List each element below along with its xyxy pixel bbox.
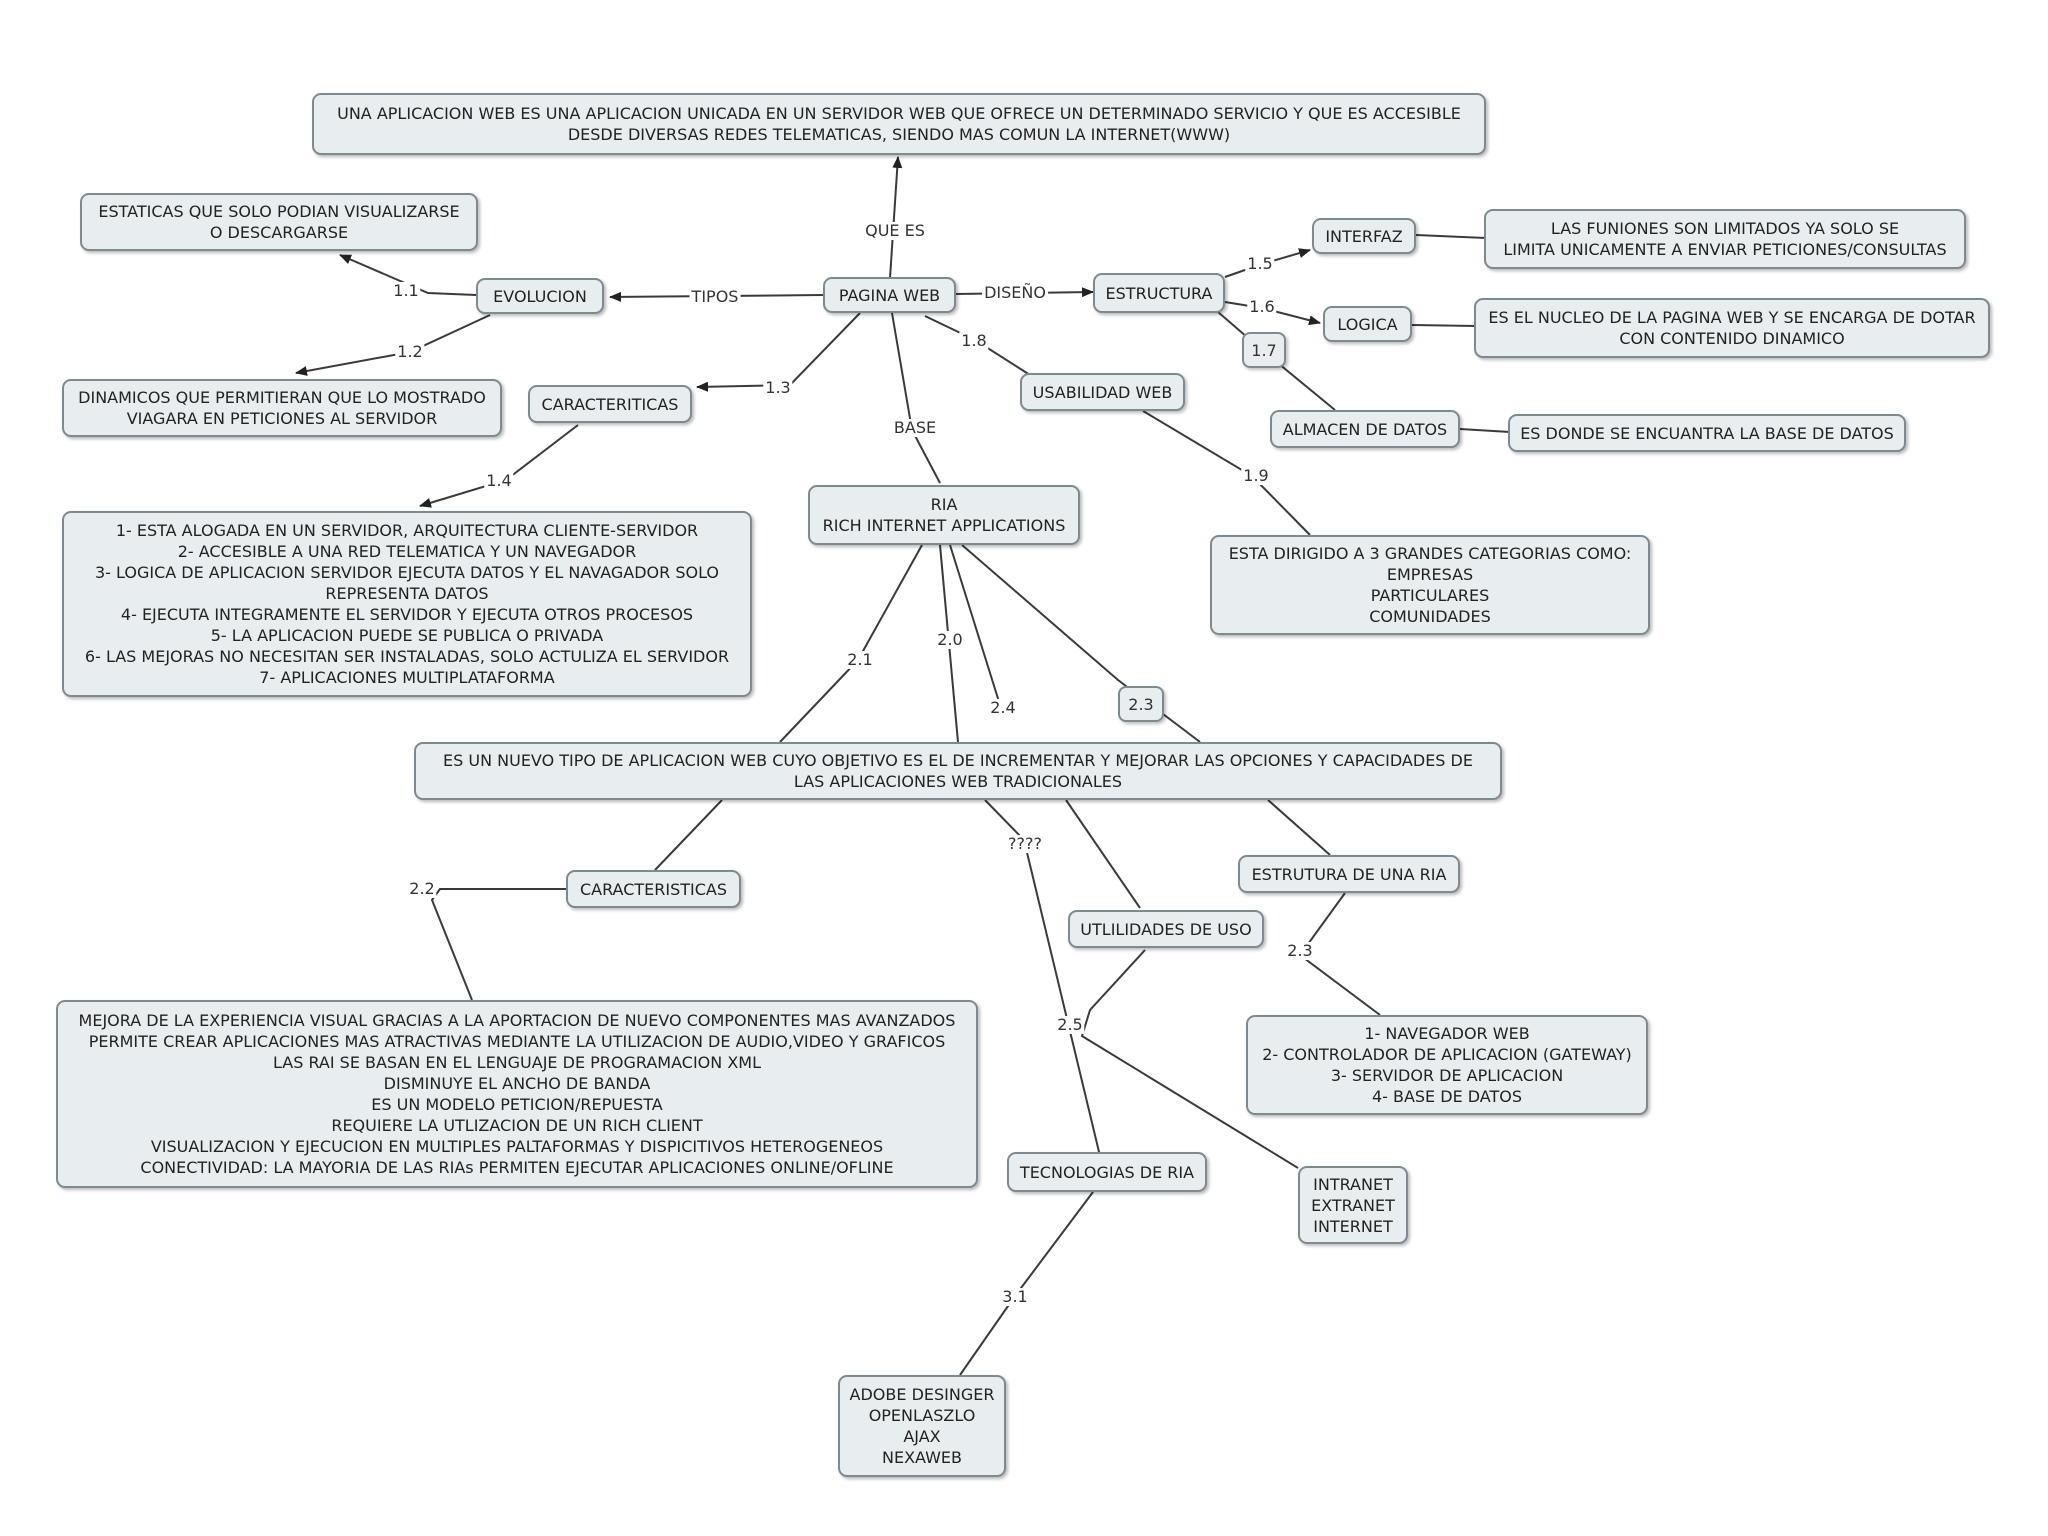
node-mejora-list: MEJORA DE LA EXPERIENCIA VISUAL GRACIAS … xyxy=(56,1000,978,1188)
label-2-0: 2.0 xyxy=(935,630,965,649)
node-almacen-desc: ES DONDE SE ENCUANTRA LA BASE DE DATOS xyxy=(1508,414,1906,452)
edge-que-es xyxy=(889,156,903,279)
edge-1-2 xyxy=(295,314,491,376)
node-ria-definition: ES UN NUEVO TIPO DE APLICACION WEB CUYO … xyxy=(414,742,1502,800)
label-1-4: 1.4 xyxy=(484,471,514,490)
edge-2-5 xyxy=(1080,949,1299,1169)
node-estaticas: ESTATICAS QUE SOLO PODIAN VISUALIZARSE O… xyxy=(80,193,478,251)
edge-ria-estructura xyxy=(1267,799,1331,856)
node-evolucion: EVOLUCION xyxy=(476,278,604,314)
edge-interfaz-desc xyxy=(1415,234,1487,239)
edge-3-1 xyxy=(959,1191,1094,1376)
node-redes: INTRANET EXTRANET INTERNET xyxy=(1298,1166,1408,1244)
edge-ria-utilidades xyxy=(1065,799,1141,909)
node-categorias: ESTA DIRIGIDO A 3 GRANDES CATEGORIAS COM… xyxy=(1210,535,1650,635)
label-1-6: 1.6 xyxy=(1247,297,1277,316)
node-pagina-web: PAGINA WEB xyxy=(823,277,956,313)
node-ria: RIA RICH INTERNET APPLICATIONS xyxy=(808,485,1080,545)
label-2-2: 2.2 xyxy=(407,879,437,898)
edge-1-3 xyxy=(696,312,861,392)
label-2-1: 2.1 xyxy=(845,650,875,669)
edge-unknown xyxy=(984,799,1101,1157)
label-1-7: 1.7 xyxy=(1242,332,1286,368)
edge-2-4 xyxy=(949,544,1001,706)
edge-2-2 xyxy=(430,888,566,1001)
node-usabilidad: USABILIDAD WEB xyxy=(1020,373,1185,411)
node-tecnologias: TECNOLOGIAS DE RIA xyxy=(1007,1152,1207,1192)
edge-2-3 xyxy=(961,544,1201,743)
label-1-8: 1.8 xyxy=(959,331,989,350)
node-dinamicos: DINAMICOS QUE PERMITIERAN QUE LO MOSTRAD… xyxy=(62,379,502,437)
node-estructura-ria: ESTRUTURA DE UNA RIA xyxy=(1238,855,1460,893)
node-estructura: ESTRUCTURA xyxy=(1093,273,1225,313)
node-utilidades: UTLILIDADES DE USO xyxy=(1068,910,1264,948)
edge-logica-desc xyxy=(1411,324,1477,327)
edge-1-1 xyxy=(339,254,477,296)
node-tecnologias-list: ADOBE DESINGER OPENLASZLO AJAX NEXAWEB xyxy=(838,1375,1006,1477)
label-1-3: 1.3 xyxy=(763,378,793,397)
label-2-5: 2.5 xyxy=(1055,1015,1085,1034)
node-caracteristicas: CARACTERISTICAS xyxy=(566,870,741,908)
label-2-3: 2.3 xyxy=(1285,941,1315,960)
edge-almacen-desc xyxy=(1459,428,1511,433)
node-interfaz-desc: LAS FUNIONES SON LIMITADOS YA SOLO SE LI… xyxy=(1484,209,1966,269)
label-tipos: TIPOS xyxy=(689,287,741,306)
label-1-1: 1.1 xyxy=(391,281,421,300)
node-logica-desc: ES EL NUCLEO DE LA PAGINA WEB Y SE ENCAR… xyxy=(1474,298,1990,358)
label-2-4: 2.4 xyxy=(988,698,1018,717)
edge-ria-caract xyxy=(654,799,723,871)
edge-1-4 xyxy=(419,424,579,508)
label-diseno: DISEÑO xyxy=(982,283,1048,302)
edge-base xyxy=(891,312,941,484)
label-1-5: 1.5 xyxy=(1245,254,1275,273)
label-unknown: ???? xyxy=(1006,834,1044,853)
node-logica: LOGICA xyxy=(1323,306,1412,342)
label-base: BASE xyxy=(891,418,939,437)
node-definition: UNA APLICACION WEB ES UNA APLICACION UNI… xyxy=(312,93,1486,155)
label-1-2: 1.2 xyxy=(395,342,425,361)
node-caract-list: 1- ESTA ALOGADA EN UN SERVIDOR, ARQUITEC… xyxy=(62,511,752,697)
node-estructura-list: 1- NAVEGADOR WEB 2- CONTROLADOR DE APLIC… xyxy=(1246,1015,1648,1115)
label-1-9: 1.9 xyxy=(1241,466,1271,485)
node-interfaz: INTERFAZ xyxy=(1312,218,1416,254)
node-almacen: ALMACEN DE DATOS xyxy=(1270,410,1460,448)
node-caracteriticas: CARACTERITICAS xyxy=(528,385,692,423)
edge-2-1 xyxy=(779,544,923,743)
label-3-1: 3.1 xyxy=(1000,1287,1030,1306)
label-que-es: QUE ES xyxy=(863,221,927,240)
label-2-3-box: 2.3 xyxy=(1118,686,1164,722)
